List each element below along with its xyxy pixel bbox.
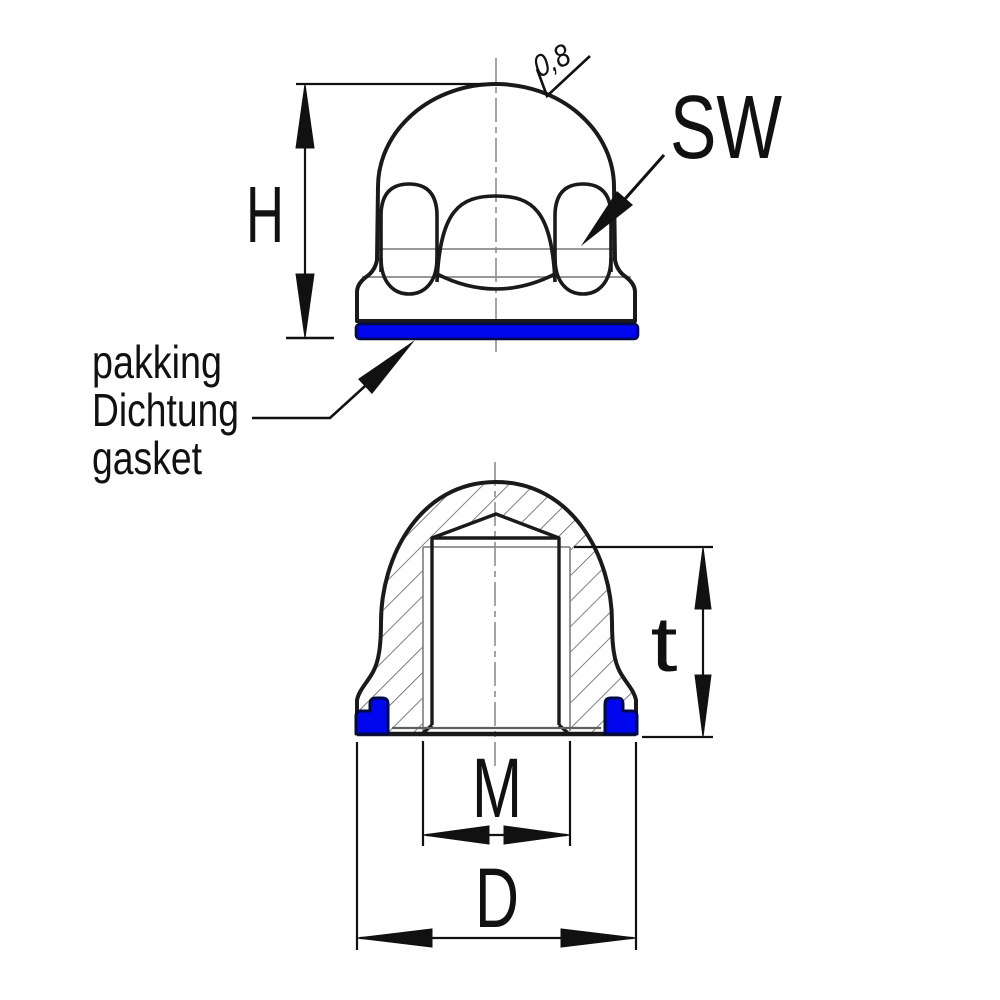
label-gasket-de: Dichtung (92, 384, 239, 436)
label-height-H: H (246, 170, 284, 259)
dim-t-arrow-up (694, 546, 712, 610)
gasket-leader-arrowhead (358, 340, 415, 394)
hex-face-center (435, 194, 557, 283)
dimension-t (574, 545, 713, 739)
label-gasket-nl: pakking (92, 336, 222, 388)
label-wrench-SW: SW (670, 78, 782, 178)
hex-face-right-bottom-arc (553, 257, 613, 296)
dim-M-arrow-left (422, 825, 490, 845)
dim-D-arrow-right (560, 928, 637, 948)
dim-H-arrow-down (295, 273, 315, 339)
section-outer-profile (355, 480, 638, 734)
section-view: t M D (354, 462, 713, 950)
label-thread-depth-t: t (651, 600, 678, 688)
sw-leader (581, 154, 666, 246)
hex-face-center-bottom-arc (436, 272, 556, 291)
hex-face-left (379, 182, 439, 272)
bore-walls-and-cone (430, 512, 561, 725)
top-view: H 0,8 SW pakking Dichtung gasket (92, 37, 782, 484)
dim-H-arrow-up (295, 83, 315, 149)
gasket-section-right (603, 696, 639, 736)
sw-leader-arrowhead (581, 191, 633, 246)
label-outer-diameter-D: D (475, 851, 519, 945)
dimension-M (421, 741, 572, 846)
label-gasket-en: gasket (92, 432, 202, 484)
gasket-callout: pakking Dichtung gasket (92, 336, 415, 484)
gasket-strip (354, 322, 640, 341)
dimension-D (355, 742, 638, 950)
dim-t-arrow-down (694, 674, 712, 738)
nut-silhouette (355, 82, 637, 323)
gasket-leader-line (252, 376, 376, 420)
hex-face-left-bottom-arc (379, 257, 439, 296)
hex-faces (379, 182, 613, 296)
dim-D-arrow-left (356, 928, 433, 948)
roughness-check-icon (535, 55, 591, 99)
dimension-H (286, 82, 484, 340)
label-thread-size-M: M (472, 741, 522, 835)
thread-major-lines (422, 546, 571, 731)
dim-M-arrow-right (503, 825, 571, 845)
roughness-symbol: 0,8 (527, 37, 591, 99)
gasket-section-left (354, 696, 390, 736)
